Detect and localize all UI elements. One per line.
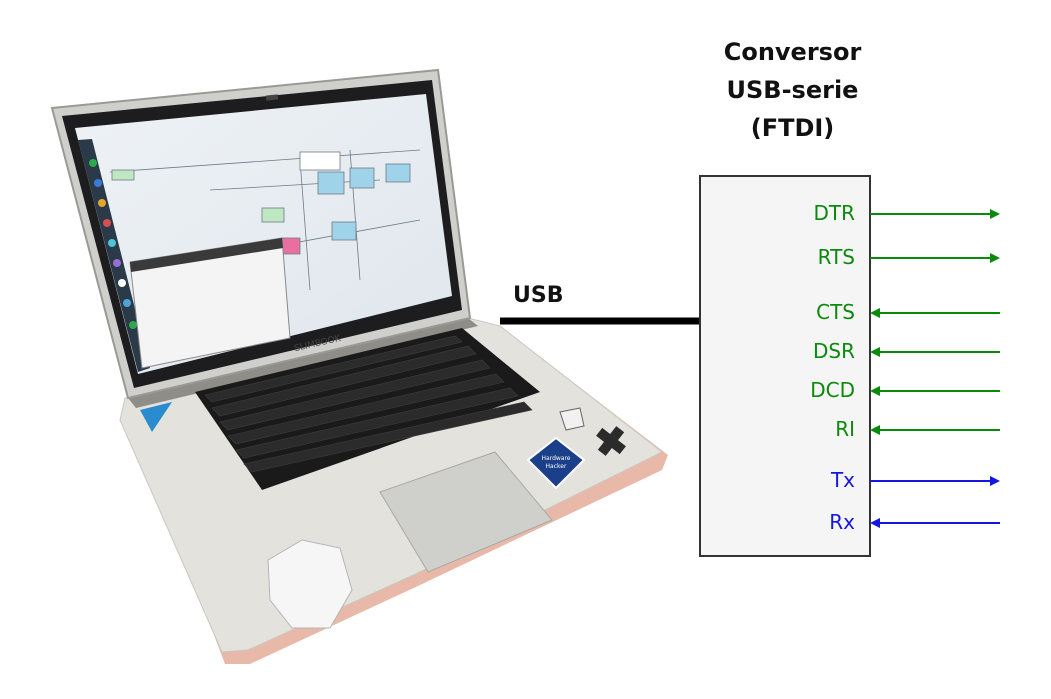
pin-label-dcd: DCD — [810, 378, 855, 402]
svg-text:Hacker: Hacker — [546, 463, 567, 470]
pin-label-cts: CTS — [816, 300, 855, 324]
pin-label-rx: Rx — [829, 510, 855, 534]
hardware-hacker-sticker: Hardware Hacker — [526, 436, 586, 490]
laptop-photo: SLIMBOOK Hardware Hacker — [50, 68, 668, 664]
webcam — [265, 94, 279, 101]
pin-label-ri: RI — [835, 417, 855, 441]
laptop-hinge — [128, 318, 478, 408]
usb-label: USB — [513, 283, 564, 308]
screen-dialog-titlebar — [130, 238, 283, 272]
pin-label-dtr: DTR — [813, 201, 855, 225]
pin-lines — [870, 209, 1000, 528]
converter-title-line1: Conversor — [723, 38, 862, 66]
stormtrooper-sticker — [267, 539, 353, 629]
dock-icons — [89, 159, 137, 329]
ftdi-box — [699, 175, 871, 557]
trackpad — [379, 451, 553, 573]
sticker-triangle — [140, 402, 172, 432]
sticker-tux — [559, 407, 585, 431]
converter-title-line3: (FTDI) — [750, 114, 835, 142]
keyboard-keys — [204, 335, 533, 473]
pin-label-rts: RTS — [817, 245, 855, 269]
screen-dock — [78, 139, 150, 372]
pin-label-tx: Tx — [830, 468, 855, 492]
screen-diagram — [109, 149, 421, 291]
sticker-cross — [596, 426, 626, 456]
converter-title-line2: USB-serie — [726, 76, 859, 104]
svg-text:Hardware: Hardware — [542, 455, 571, 462]
pin-label-dsr: DSR — [813, 339, 855, 363]
